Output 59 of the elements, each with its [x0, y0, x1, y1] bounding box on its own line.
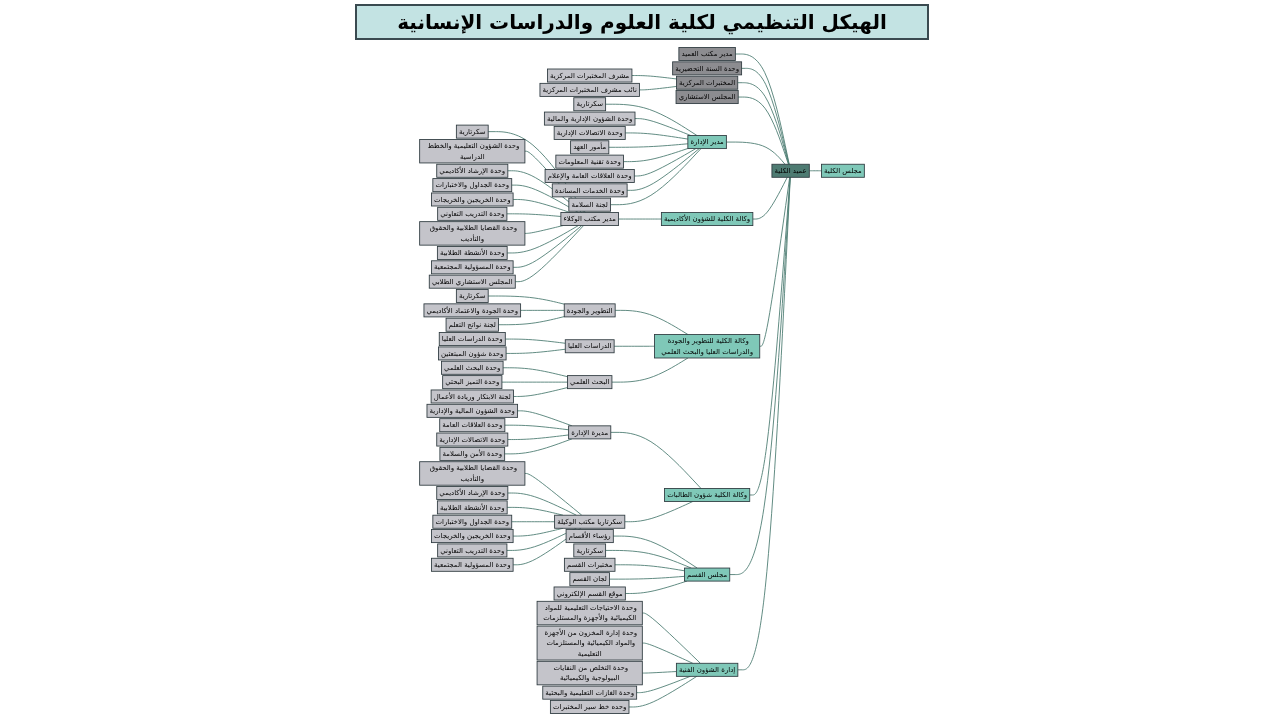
connector — [605, 550, 692, 569]
connector — [610, 148, 702, 206]
connector — [498, 316, 565, 326]
connector — [504, 424, 570, 431]
connector — [633, 148, 697, 177]
chart-title: الهيكل التنظيمي لكلية العلوم والدراسات الإنسانية — [355, 4, 929, 40]
connector — [605, 103, 698, 136]
connector — [631, 75, 677, 80]
connector — [626, 148, 700, 191]
connector — [507, 492, 577, 516]
connector — [634, 118, 692, 136]
connector — [628, 675, 698, 708]
connector — [639, 86, 677, 91]
connector — [741, 67, 790, 165]
connector — [624, 580, 688, 594]
connector — [641, 642, 694, 664]
connector — [609, 575, 685, 580]
connector — [612, 535, 698, 569]
connector — [507, 434, 570, 440]
connector — [641, 671, 677, 674]
connector — [618, 218, 662, 220]
connector — [749, 176, 791, 496]
connector — [514, 225, 584, 283]
connector — [623, 148, 689, 163]
connector — [608, 143, 689, 148]
connector — [512, 527, 564, 537]
connector — [614, 564, 685, 572]
connector — [520, 309, 565, 311]
connector — [511, 521, 556, 523]
connector — [614, 309, 689, 335]
connector — [624, 132, 689, 140]
connector — [512, 225, 583, 268]
connector — [734, 53, 790, 165]
connector — [504, 338, 566, 344]
connector — [512, 199, 571, 213]
connector — [501, 381, 568, 383]
connector — [737, 176, 791, 671]
connector — [725, 141, 786, 165]
connector — [808, 170, 822, 172]
connector — [636, 675, 691, 694]
connector — [610, 431, 702, 489]
connector — [752, 176, 788, 220]
connector — [524, 225, 564, 234]
connector — [506, 225, 579, 254]
connector — [487, 295, 565, 305]
connector — [513, 387, 568, 397]
connector — [624, 501, 694, 523]
connector — [729, 176, 791, 575]
connector — [737, 96, 789, 165]
connector — [502, 367, 568, 378]
connector — [641, 612, 701, 664]
connector — [506, 506, 564, 516]
connector — [506, 213, 562, 217]
connector — [517, 410, 573, 427]
connector — [505, 348, 566, 354]
connector — [613, 345, 655, 347]
connector — [737, 82, 790, 165]
connector — [611, 357, 689, 383]
connector — [524, 473, 583, 516]
